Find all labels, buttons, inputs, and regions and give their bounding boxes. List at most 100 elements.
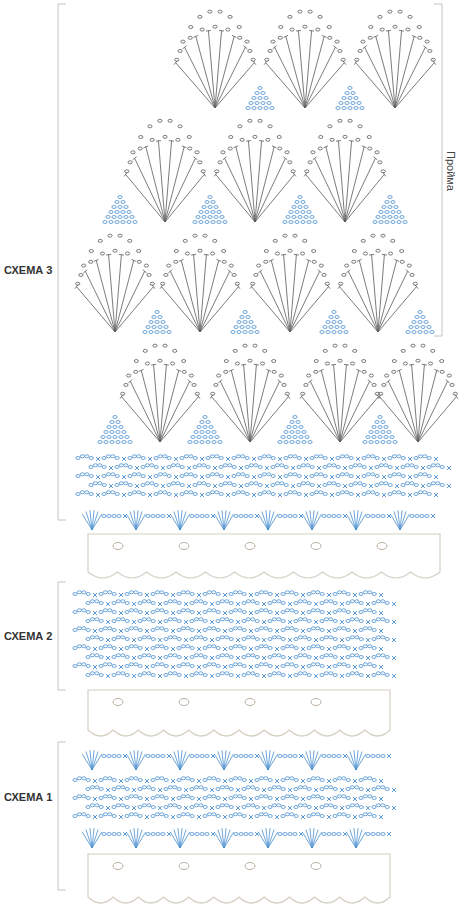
chain-stitch bbox=[342, 627, 346, 630]
picot-marker bbox=[179, 543, 189, 550]
chain-stitch bbox=[363, 591, 367, 594]
chain-stitch bbox=[333, 779, 337, 782]
double-crochet bbox=[200, 287, 238, 332]
chain-stitch bbox=[391, 211, 395, 214]
double-crochet bbox=[158, 141, 165, 222]
stitch-top bbox=[228, 270, 232, 273]
chain-stitch bbox=[378, 161, 382, 164]
chain-stitch bbox=[198, 249, 202, 252]
chain-stitch bbox=[212, 431, 216, 434]
picot-marker bbox=[311, 543, 321, 550]
chain-stitch bbox=[112, 593, 116, 596]
chain-stitch bbox=[249, 515, 253, 518]
chain-stitch bbox=[301, 464, 305, 467]
chain-stitch bbox=[86, 797, 90, 800]
chain-stitch bbox=[394, 206, 398, 209]
chain-stitch bbox=[145, 482, 149, 485]
chain-stitch bbox=[76, 493, 80, 496]
chain-stitch bbox=[259, 663, 263, 666]
chain-stitch bbox=[182, 360, 186, 363]
chain-stitch bbox=[431, 58, 435, 61]
picot-marker bbox=[377, 543, 387, 550]
chain-stitch bbox=[89, 260, 93, 263]
chain-stitch bbox=[249, 331, 253, 334]
single-crochet bbox=[213, 466, 217, 470]
single-crochet bbox=[408, 493, 412, 497]
chain-stitch bbox=[108, 591, 112, 594]
chain-stitch bbox=[190, 647, 194, 650]
chain-stitch bbox=[333, 344, 337, 347]
single-crochet bbox=[236, 638, 240, 642]
single-crochet bbox=[93, 665, 97, 669]
chain-stitch bbox=[362, 484, 366, 487]
chain-stitch bbox=[150, 464, 154, 467]
stitch-top bbox=[176, 369, 181, 371]
double-crochet bbox=[312, 754, 322, 770]
chain-stitch bbox=[138, 797, 142, 800]
chain-stitch bbox=[424, 321, 428, 324]
edging-band bbox=[88, 690, 390, 736]
chain-stitch bbox=[255, 629, 259, 632]
chain-stitch bbox=[152, 326, 156, 329]
single-crochet bbox=[408, 457, 412, 461]
chain-stitch bbox=[329, 672, 333, 675]
chain-stitch bbox=[378, 416, 382, 419]
chain-stitch bbox=[119, 464, 123, 467]
single-crochet bbox=[304, 475, 308, 479]
chain-stitch bbox=[193, 475, 197, 478]
chain-stitch bbox=[245, 457, 249, 460]
chain-stitch bbox=[112, 620, 116, 623]
chain-stitch bbox=[147, 600, 151, 603]
chain-stitch bbox=[388, 457, 392, 460]
chain-stitch bbox=[333, 602, 337, 605]
chain-stitch bbox=[134, 645, 138, 648]
chain-stitch bbox=[328, 125, 332, 128]
stitch-top bbox=[106, 254, 111, 256]
chain-stitch bbox=[178, 49, 182, 52]
chain-stitch bbox=[255, 611, 259, 614]
chain-stitch bbox=[311, 627, 315, 630]
single-crochet bbox=[249, 665, 253, 669]
chain-stitch bbox=[284, 457, 288, 460]
chain-stitch bbox=[324, 636, 328, 639]
chain-stitch bbox=[146, 755, 150, 758]
chain-stitch bbox=[392, 473, 396, 476]
chain-stitch bbox=[285, 627, 289, 630]
chain-stitch bbox=[214, 216, 218, 219]
chain-stitch bbox=[418, 491, 422, 494]
chain-stitch bbox=[384, 426, 388, 429]
chain-stitch bbox=[89, 484, 93, 487]
chain-stitch bbox=[150, 282, 154, 285]
chain-stitch bbox=[212, 777, 216, 780]
chain-stitch bbox=[109, 211, 113, 214]
chain-stitch bbox=[127, 374, 131, 377]
chain-stitch bbox=[253, 135, 257, 138]
chain-stitch bbox=[206, 457, 210, 460]
chain-stitch bbox=[112, 665, 116, 668]
chain-stitch bbox=[125, 620, 129, 623]
chain-stitch bbox=[268, 638, 272, 641]
chain-stitch bbox=[333, 788, 337, 791]
chain-stitch bbox=[264, 591, 268, 594]
single-crochet bbox=[314, 656, 318, 660]
chain-stitch bbox=[338, 321, 342, 324]
chain-stitch bbox=[242, 638, 246, 641]
chain-stitch bbox=[111, 455, 115, 458]
chain-stitch bbox=[391, 239, 395, 242]
stitch-top bbox=[294, 254, 299, 256]
chain-stitch bbox=[421, 316, 425, 319]
chain-stitch bbox=[320, 656, 324, 659]
chain-stitch bbox=[283, 234, 287, 237]
chain-stitch bbox=[258, 119, 262, 122]
single-crochet bbox=[252, 493, 256, 497]
single-crochet bbox=[184, 656, 188, 660]
chain-stitch bbox=[163, 135, 167, 138]
chain-stitch bbox=[295, 211, 299, 214]
chain-stitch bbox=[242, 647, 246, 650]
chain-stitch bbox=[255, 593, 259, 596]
chain-stitch bbox=[205, 211, 209, 214]
chain-stitch bbox=[367, 135, 371, 138]
chain-stitch bbox=[203, 656, 207, 659]
chain-stitch bbox=[86, 593, 90, 596]
single-crochet bbox=[369, 484, 373, 488]
